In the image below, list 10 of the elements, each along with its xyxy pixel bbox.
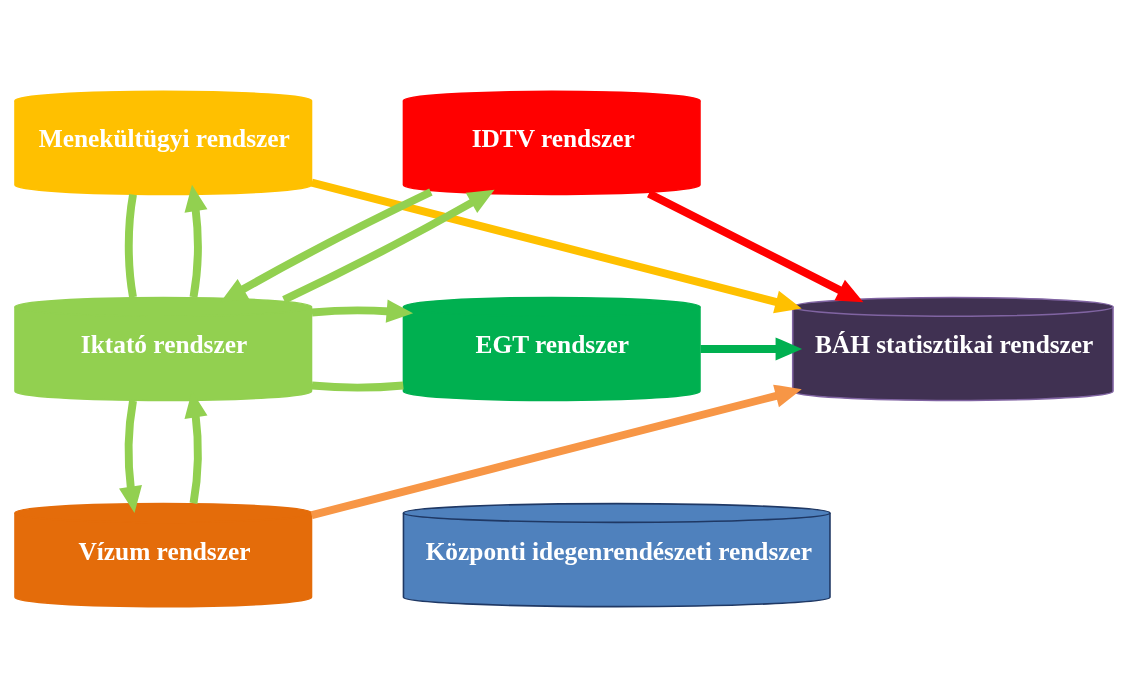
arrow: [311, 299, 414, 323]
arrow: [647, 190, 864, 303]
arrow: [310, 178, 802, 314]
connector: [124, 194, 137, 298]
arrow: [310, 384, 802, 520]
connector: [311, 381, 404, 392]
arrow: [119, 400, 142, 514]
arrow: [184, 184, 208, 298]
arrow: [700, 337, 803, 361]
arrow: [282, 189, 495, 304]
